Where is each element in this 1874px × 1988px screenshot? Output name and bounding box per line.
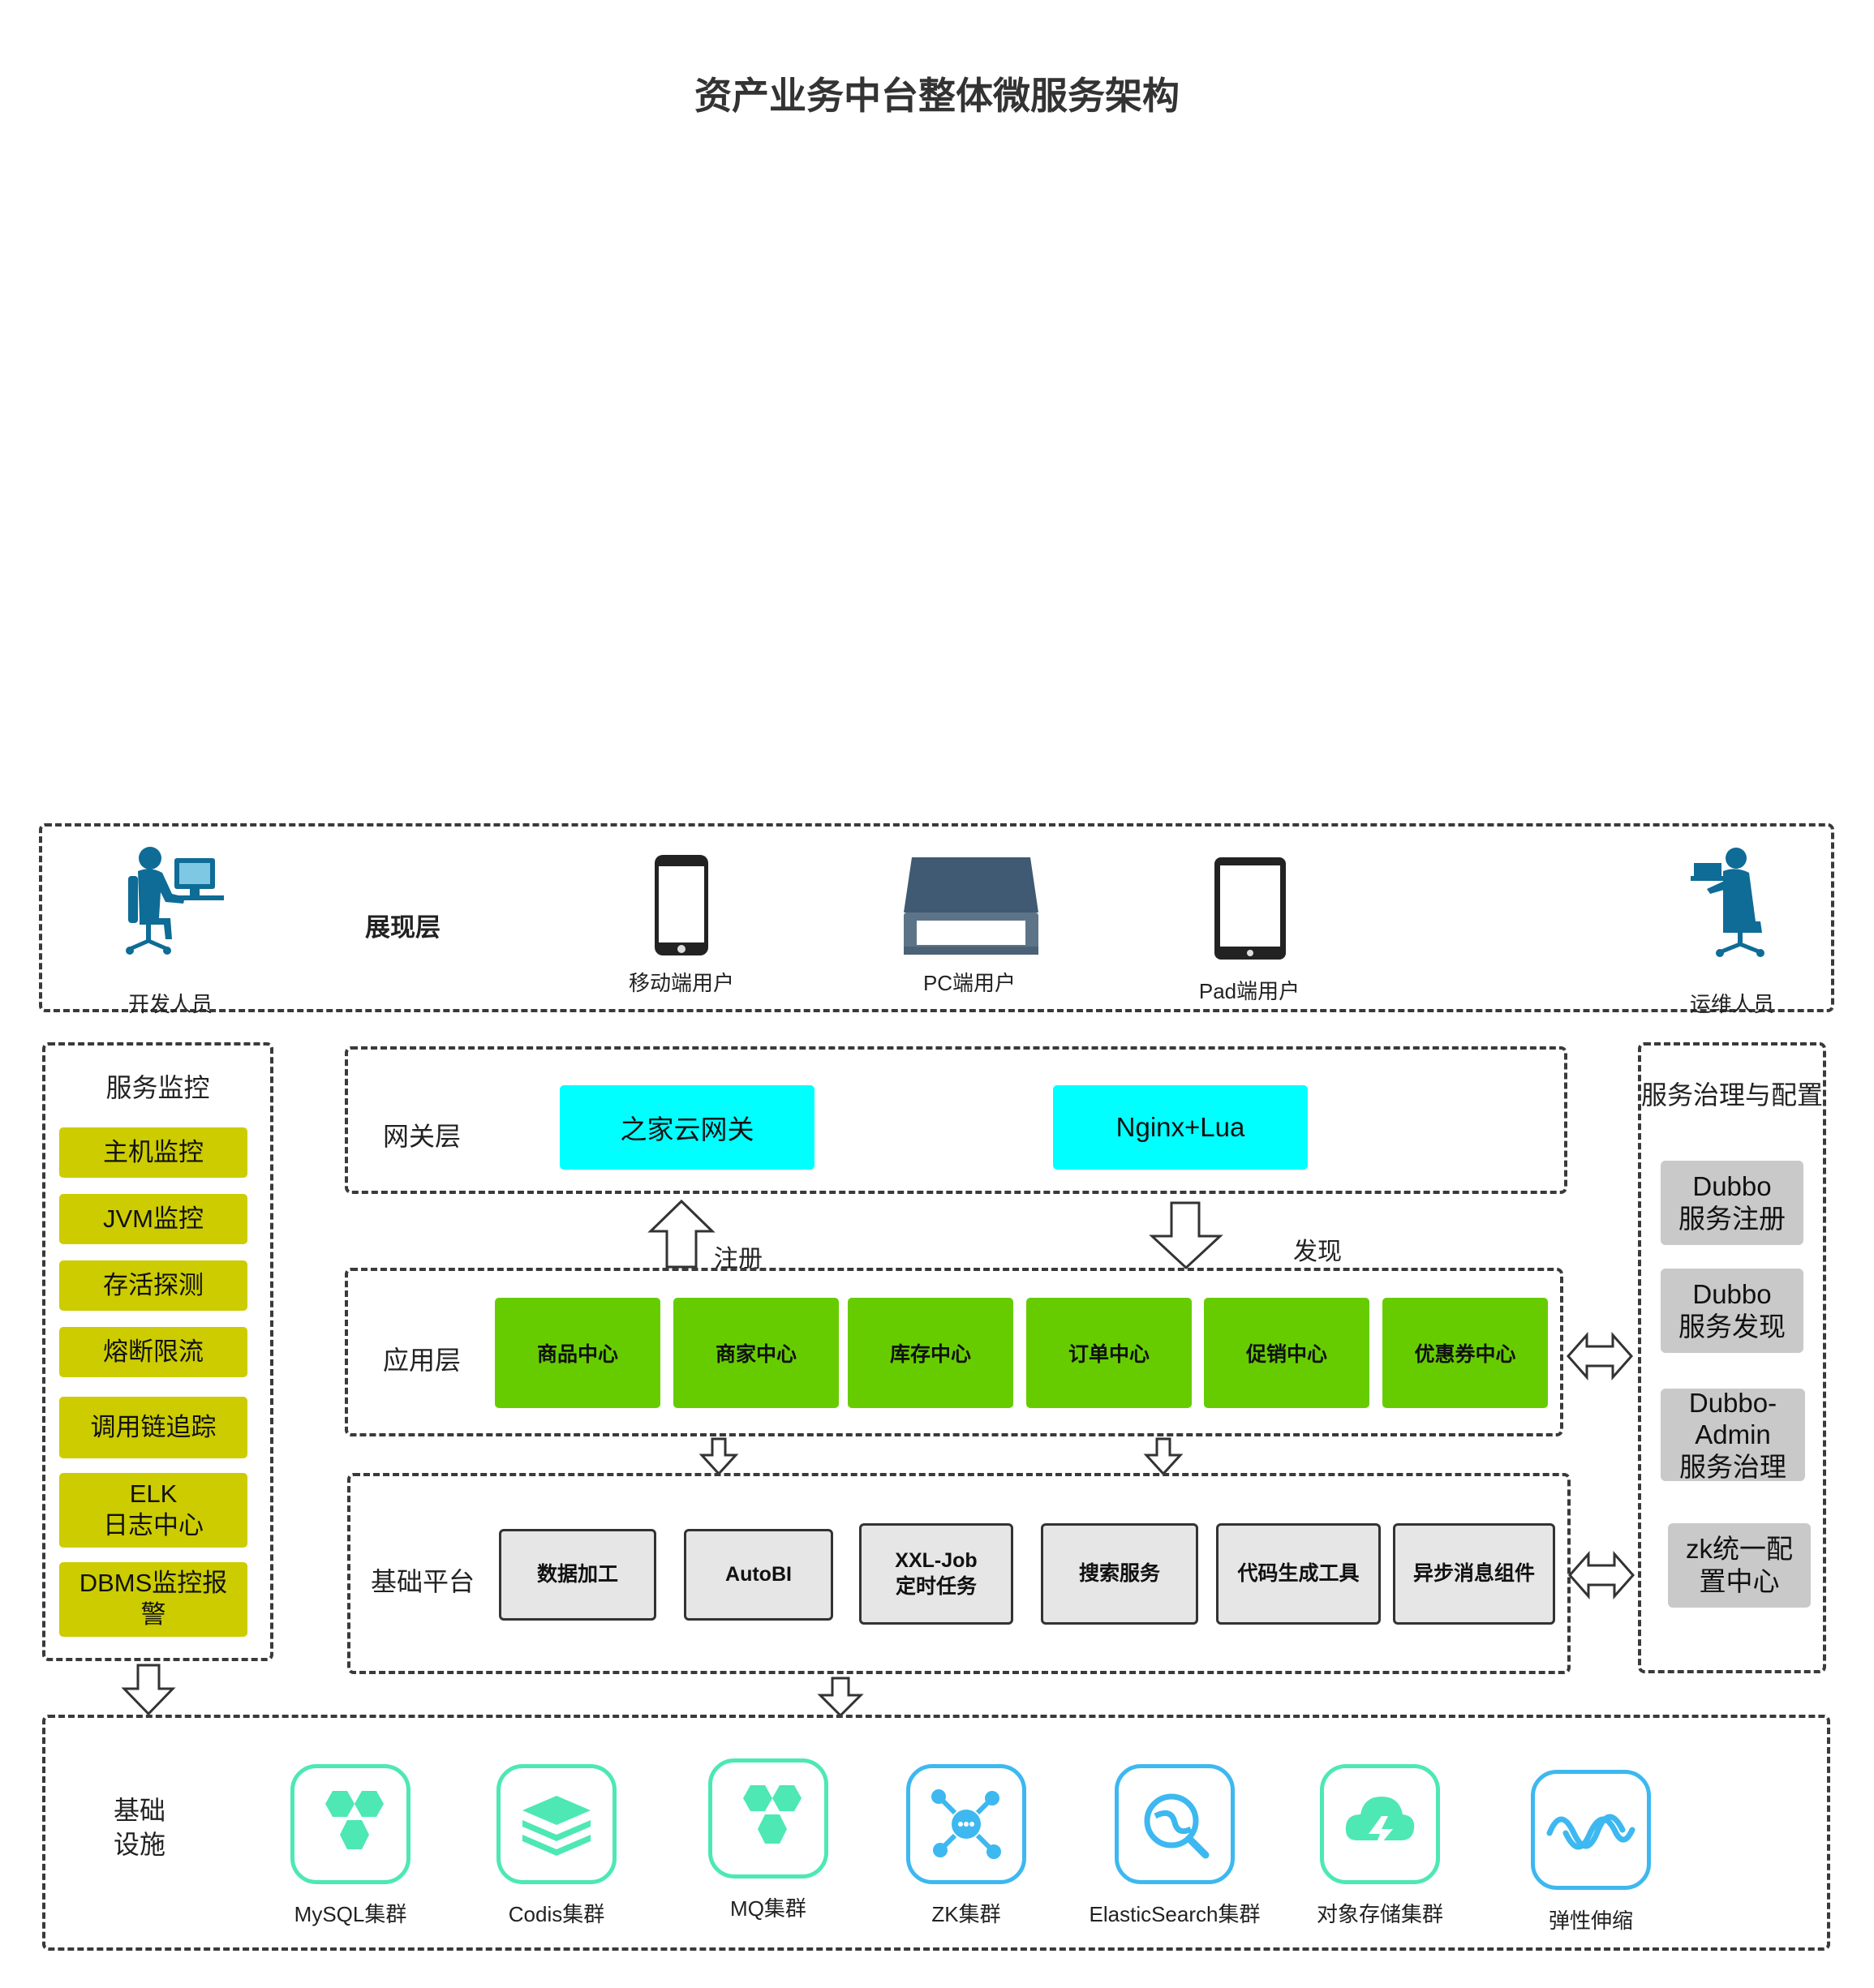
presentation-layer <box>39 823 1834 1012</box>
mq-cluster-label: MQ集群 <box>730 1896 806 1921</box>
app-to-base-arrow-left-icon <box>698 1437 739 1476</box>
autoscaling-label: 弹性伸缩 <box>1548 1909 1633 1933</box>
ops-label: 运维人员 <box>1689 992 1774 1016</box>
gateway-layer <box>345 1046 1567 1194</box>
autoscaling-icon <box>1531 1770 1651 1890</box>
base-governance-double-arrow-icon <box>1567 1551 1635 1599</box>
base-data-processing: 数据加工 <box>499 1529 656 1621</box>
developer-icon <box>126 847 224 955</box>
service-monitoring-panel <box>42 1042 273 1661</box>
base-platform-layer <box>347 1473 1571 1674</box>
app-promotion-center: 促销中心 <box>1204 1298 1369 1408</box>
zk-cluster-label: ZK集群 <box>931 1902 1001 1926</box>
application-layer <box>345 1268 1563 1436</box>
base-platform-label: 基础平台 <box>371 1567 475 1596</box>
application-layer-label: 应用层 <box>383 1346 462 1375</box>
monitoring-to-infra-arrow-icon <box>121 1664 176 1716</box>
base-xxl-job: XXL-Job 定时任务 <box>859 1523 1013 1625</box>
base-to-infra-arrow-icon <box>817 1677 864 1718</box>
base-async-message: 异步消息组件 <box>1393 1523 1555 1625</box>
object-storage-cluster-label: 对象存储集群 <box>1316 1902 1443 1926</box>
app-to-base-arrow-right-icon <box>1143 1437 1184 1476</box>
monitor-item-host: 主机监控 <box>59 1127 247 1178</box>
tablet-icon <box>1214 857 1286 960</box>
mysql-icon <box>290 1764 410 1884</box>
app-governance-double-arrow-icon <box>1566 1332 1634 1380</box>
mysql-cluster-label: MySQL集群 <box>294 1902 407 1926</box>
monitor-item-circuit-breaker: 熔断限流 <box>59 1327 247 1377</box>
diagram-title: 资产业务中台整体微服务架构 <box>694 75 1180 117</box>
pc-user-label: PC端用户 <box>922 971 1017 995</box>
monitor-item-liveness: 存活探测 <box>59 1260 247 1311</box>
pc-icon <box>904 857 1038 955</box>
monitor-item-tracing: 调用链追踪 <box>59 1397 247 1458</box>
monitor-item-jvm: JVM监控 <box>59 1194 247 1244</box>
discover-arrow-icon <box>1149 1201 1223 1270</box>
developer-label: 开发人员 <box>127 992 213 1016</box>
base-autobi: AutoBI <box>684 1529 833 1621</box>
gateway-nginx-lua: Nginx+Lua <box>1053 1085 1308 1170</box>
governance-panel <box>1638 1042 1826 1673</box>
gateway-autohome-cloud: 之家云网关 <box>560 1085 815 1170</box>
elasticsearch-cluster-label: ElasticSearch集群 <box>1089 1902 1261 1926</box>
discover-label: 发现 <box>1293 1239 1342 1265</box>
governance-dubbo-registry: Dubbo 服务注册 <box>1661 1161 1803 1245</box>
app-coupon-center: 优惠券中心 <box>1382 1298 1548 1408</box>
register-arrow-icon <box>647 1199 716 1269</box>
infrastructure-layer <box>42 1715 1830 1951</box>
pad-user-label: Pad端用户 <box>1198 979 1300 1003</box>
monitor-item-dbms: DBMS监控报 警 <box>59 1562 247 1637</box>
base-search-service: 搜索服务 <box>1041 1523 1198 1625</box>
infrastructure-label: 基础 设施 <box>114 1796 166 1859</box>
object-storage-icon <box>1320 1764 1440 1884</box>
app-merchant-center: 商家中心 <box>673 1298 839 1408</box>
monitor-item-elk: ELK 日志中心 <box>59 1473 247 1548</box>
mobile-phone-icon <box>655 855 708 955</box>
base-code-generator: 代码生成工具 <box>1216 1523 1381 1625</box>
app-inventory-center: 库存中心 <box>848 1298 1013 1408</box>
app-product-center: 商品中心 <box>495 1298 660 1408</box>
codis-icon <box>496 1764 617 1884</box>
gateway-layer-label: 网关层 <box>383 1122 462 1151</box>
presentation-layer-label: 展现层 <box>365 913 441 942</box>
mq-icon <box>708 1758 828 1879</box>
app-order-center: 订单中心 <box>1026 1298 1192 1408</box>
ops-icon <box>1691 848 1764 957</box>
governance-dubbo-discovery: Dubbo 服务发现 <box>1661 1269 1803 1353</box>
elasticsearch-icon <box>1115 1764 1235 1884</box>
governance-title: 服务治理与配置 <box>1640 1080 1823 1110</box>
governance-zk-config-center: zk统一配 置中心 <box>1668 1523 1811 1608</box>
mobile-user-label: 移动端用户 <box>628 971 734 995</box>
service-monitoring-title: 服务监控 <box>105 1073 210 1102</box>
codis-cluster-label: Codis集群 <box>508 1902 605 1926</box>
zk-icon <box>906 1764 1026 1884</box>
governance-dubbo-admin: Dubbo- Admin 服务治理 <box>1661 1388 1805 1482</box>
